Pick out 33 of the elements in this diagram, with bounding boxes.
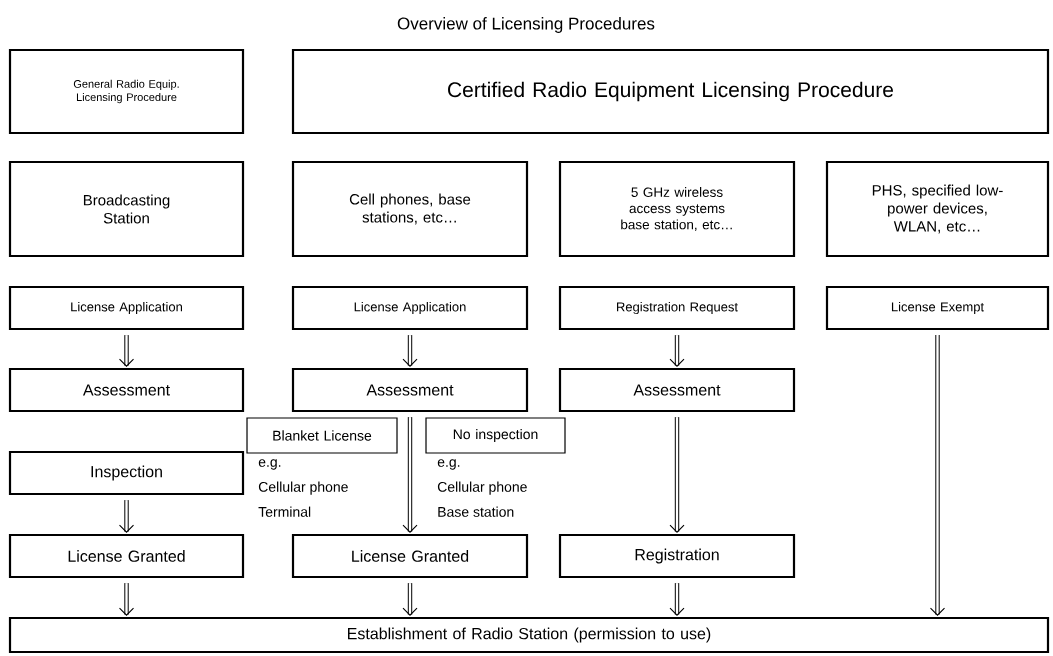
category-box: Broadcasting Station — [8, 160, 245, 258]
category-box: 5 GHz wireless access systems base station, etc… — [558, 160, 796, 258]
example-note: e.g. Cellular phone Terminal — [258, 459, 348, 517]
process-box: Assessment — [8, 367, 245, 413]
process-box: License Granted — [291, 533, 529, 579]
process-box: License Exempt — [825, 285, 1050, 331]
category-box: General Radio Equip. Licensing Procedure — [8, 48, 245, 135]
arrow — [118, 500, 135, 533]
process-box: License Granted — [8, 533, 245, 579]
arrow — [402, 335, 418, 367]
process-box: Registration — [558, 533, 796, 579]
arrow — [402, 417, 418, 533]
label-box: No inspection — [425, 417, 566, 454]
process-box: Assessment — [558, 367, 796, 413]
process-box: Inspection — [8, 450, 245, 496]
process-box: License Application — [291, 285, 529, 331]
category-box: PHS, specified low-power devices, WLAN, etc… — [825, 160, 1050, 258]
arrow — [118, 583, 135, 616]
process-box: License Application — [8, 285, 245, 331]
category-box: Certified Radio Equipment Licensing Procedure — [291, 48, 1050, 135]
title: Overview of Licensing Procedures — [397, 17, 655, 33]
label-box: Blanket License — [246, 417, 398, 454]
process-box: Assessment — [291, 367, 529, 413]
result-box: Establishment of Radio Station (permission to use) — [8, 616, 1050, 654]
arrow — [402, 583, 418, 616]
arrow — [669, 417, 685, 533]
arrow — [669, 583, 685, 616]
process-box: Registration Request — [558, 285, 796, 331]
example-note: e.g. Cellular phone Base station — [437, 459, 527, 517]
arrow — [669, 335, 685, 367]
arrow — [929, 335, 946, 616]
category-box: Cell phones, base stations, etc… — [291, 160, 529, 258]
arrow — [118, 335, 135, 367]
